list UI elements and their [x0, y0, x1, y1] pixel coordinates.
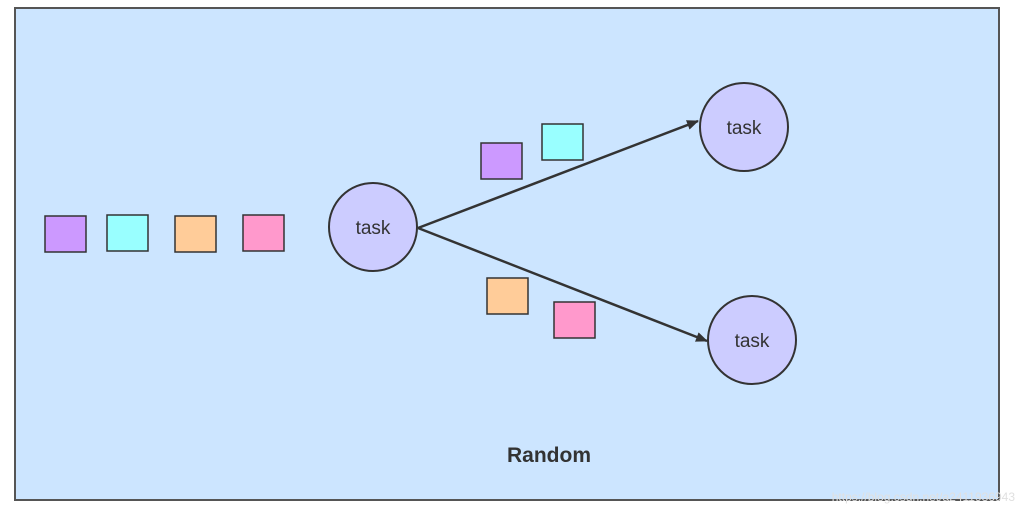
- source-task-label: task: [356, 218, 391, 239]
- queue-item: [106, 214, 149, 252]
- arrow-to-upper-task: [417, 119, 699, 230]
- queue-item: [174, 215, 217, 253]
- upper-task-node: task: [699, 82, 789, 172]
- queue-item: [242, 214, 285, 252]
- source-task-node: task: [328, 182, 418, 272]
- watermark: https://blog.csdn.net/a2411936943: [831, 490, 1015, 504]
- queue-item: [44, 215, 87, 253]
- lower-task-node: task: [707, 295, 797, 385]
- upper-branch-item: [541, 123, 584, 161]
- upper-task-label: task: [727, 118, 762, 139]
- arrow-to-lower-task: [417, 226, 708, 343]
- lower-branch-item: [486, 277, 529, 315]
- lower-task-label: task: [735, 331, 770, 352]
- diagram-frame: [14, 7, 1000, 501]
- lower-branch-item: [553, 301, 596, 339]
- upper-branch-item: [480, 142, 523, 180]
- diagram-caption: Random: [507, 444, 591, 467]
